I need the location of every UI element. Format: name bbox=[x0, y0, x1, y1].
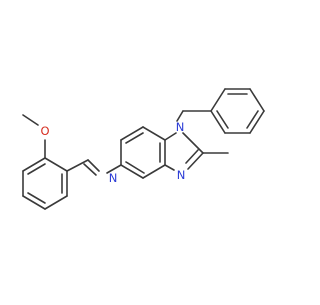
bond-anisyl-ring bbox=[44, 195, 68, 210]
bond-o-methyl bbox=[22, 114, 39, 126]
background bbox=[0, 0, 300, 300]
structure-canvas: O N N N bbox=[0, 0, 300, 300]
bond-benzyl-ring-inner bbox=[216, 110, 229, 129]
bond-benzyl-ring bbox=[210, 110, 226, 134]
bond-benzyl-ring bbox=[249, 110, 265, 134]
bond-benzyl-ring-inner bbox=[246, 110, 259, 129]
bond-c2-n3-double bbox=[185, 149, 199, 164]
bond-n-imine-ch bbox=[87, 159, 100, 172]
bond-anisyl-ring bbox=[22, 157, 46, 172]
bond-benzo-ring bbox=[142, 126, 166, 141]
bonds bbox=[22, 88, 265, 210]
bond-n-imine-ch-double bbox=[83, 163, 97, 176]
bond-anisyl-ring-inner bbox=[27, 163, 46, 175]
imine-nitrogen-label: N bbox=[109, 171, 118, 185]
bond-benzyl-ring bbox=[249, 88, 265, 112]
bond-n3-c3a bbox=[164, 164, 175, 171]
bond-anisyl-ring bbox=[22, 195, 46, 210]
bond-benzo-ring bbox=[120, 126, 144, 141]
bond-n1-c7a bbox=[164, 132, 177, 141]
n3-nitrogen-label: N bbox=[177, 168, 186, 182]
oxygen-atom-label: O bbox=[40, 124, 49, 138]
bond-benzo-ring-inner bbox=[125, 161, 145, 174]
bond-benzo-ring-inner bbox=[125, 132, 144, 144]
n1-nitrogen-label: N bbox=[176, 120, 185, 134]
bond-anisyl-ring-inner bbox=[27, 192, 46, 204]
bond-anisyl-ring bbox=[44, 157, 68, 172]
molecule-structure: O N N N bbox=[0, 0, 300, 300]
bond-ch2-n1 bbox=[176, 110, 184, 122]
bond-c2-n3 bbox=[187, 152, 204, 170]
bond-n1-c2 bbox=[182, 132, 204, 154]
bond-benzo-ring bbox=[142, 164, 166, 179]
bond-c5-n-imine bbox=[106, 164, 122, 174]
bond-benzo-ring bbox=[120, 164, 144, 179]
bond-ch-aryl bbox=[66, 159, 89, 172]
bond-benzyl-ring bbox=[210, 88, 226, 112]
